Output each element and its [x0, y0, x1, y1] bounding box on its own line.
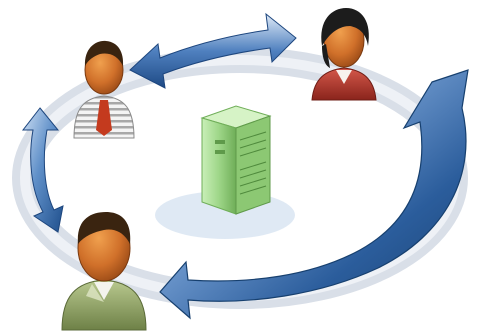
person-red-jacket-icon: [311, 8, 377, 101]
double-arrow-icon: [21, 107, 64, 233]
curved-arrow-icon: [159, 69, 469, 320]
server-tower-icon: [200, 105, 272, 215]
person-green-jacket-icon: [61, 212, 147, 331]
person-striped-shirt-icon: [73, 40, 135, 139]
double-arrow-icon: [129, 12, 297, 89]
